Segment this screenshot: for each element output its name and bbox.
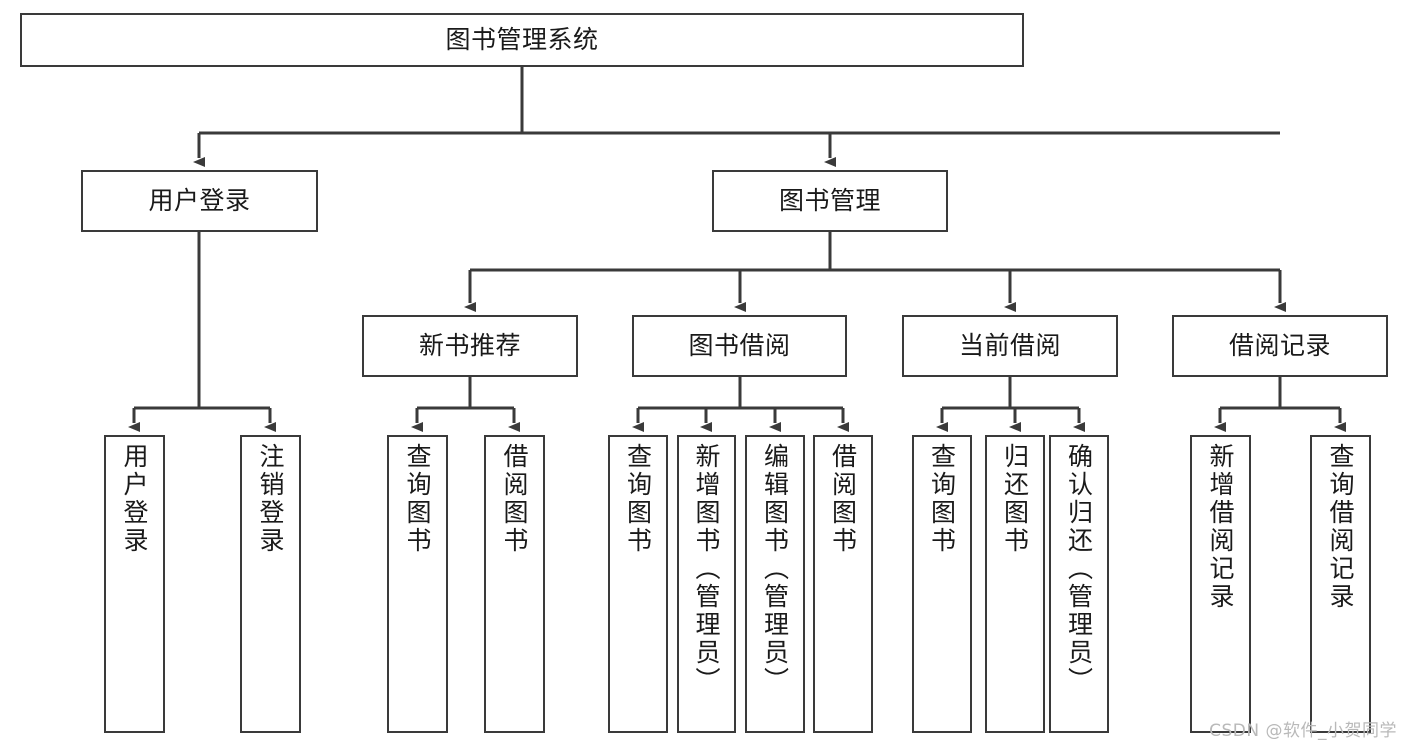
node-root-system[interactable]: 图书管理系统	[20, 13, 1024, 67]
node-leaf-confirm-return-label: 确认归还（管理员）	[1064, 443, 1094, 695]
node-user-login-label: 用户登录	[148, 185, 251, 215]
node-leaf-borrow-book-2-label: 借阅图书	[828, 443, 858, 555]
node-book-manage-label: 图书管理	[778, 185, 881, 215]
node-borrow-record[interactable]: 借阅记录	[1172, 315, 1388, 377]
connector-user-login-to-leaves	[128, 232, 276, 432]
node-leaf-return-book-label: 归还图书	[1000, 443, 1030, 555]
node-book-borrow[interactable]: 图书借阅	[632, 315, 847, 377]
node-leaf-query-borrow-record-label: 查询借阅记录	[1326, 443, 1355, 611]
node-user-login[interactable]: 用户登录	[81, 170, 318, 232]
node-leaf-query-book-2[interactable]: 查询图书	[608, 435, 668, 733]
node-leaf-user-login[interactable]: 用户登录	[104, 435, 165, 733]
node-leaf-add-borrow-record-label: 新增借阅记录	[1206, 443, 1235, 611]
node-leaf-confirm-return[interactable]: 确认归还（管理员）	[1049, 435, 1109, 733]
node-new-book-recommend[interactable]: 新书推荐	[362, 315, 578, 377]
node-leaf-logout-label: 注销登录	[256, 443, 285, 555]
node-leaf-edit-book[interactable]: 编辑图书（管理员）	[745, 435, 805, 733]
node-borrow-record-label: 借阅记录	[1228, 330, 1331, 360]
node-leaf-return-book[interactable]: 归还图书	[985, 435, 1045, 733]
node-leaf-add-book[interactable]: 新增图书（管理员）	[677, 435, 736, 733]
node-book-borrow-label: 图书借阅	[688, 330, 791, 360]
node-leaf-add-borrow-record[interactable]: 新增借阅记录	[1190, 435, 1251, 733]
node-leaf-query-book-2-label: 查询图书	[623, 443, 653, 555]
connector-root-to-level2	[193, 67, 1280, 167]
connector-current-borrow-to-leaves	[936, 377, 1085, 432]
node-leaf-user-login-label: 用户登录	[120, 443, 149, 555]
node-leaf-query-book-3-label: 查询图书	[927, 443, 957, 555]
node-current-borrow-label: 当前借阅	[958, 330, 1061, 360]
node-leaf-borrow-book-2[interactable]: 借阅图书	[813, 435, 873, 733]
connector-borrow-record-to-leaves	[1214, 377, 1346, 432]
node-leaf-query-book-3[interactable]: 查询图书	[912, 435, 972, 733]
connector-book-manage-to-level3	[464, 232, 1286, 312]
csdn-watermark: CSDN @软件_小贺同学	[1209, 721, 1397, 741]
node-root-system-label: 图书管理系统	[445, 24, 599, 54]
node-leaf-query-book-1[interactable]: 查询图书	[387, 435, 448, 733]
node-leaf-logout[interactable]: 注销登录	[240, 435, 301, 733]
node-leaf-borrow-book-1[interactable]: 借阅图书	[484, 435, 545, 733]
node-leaf-query-book-1-label: 查询图书	[403, 443, 432, 555]
node-book-manage[interactable]: 图书管理	[712, 170, 948, 232]
node-new-book-recommend-label: 新书推荐	[418, 330, 521, 360]
connector-new-book-recommend-to-leaves	[411, 377, 520, 432]
node-leaf-query-borrow-record[interactable]: 查询借阅记录	[1310, 435, 1371, 733]
connector-book-borrow-to-leaves	[632, 377, 849, 432]
node-leaf-borrow-book-1-label: 借阅图书	[500, 443, 529, 555]
node-leaf-add-book-label: 新增图书（管理员）	[692, 443, 721, 695]
node-current-borrow[interactable]: 当前借阅	[902, 315, 1118, 377]
node-leaf-edit-book-label: 编辑图书（管理员）	[760, 443, 790, 695]
